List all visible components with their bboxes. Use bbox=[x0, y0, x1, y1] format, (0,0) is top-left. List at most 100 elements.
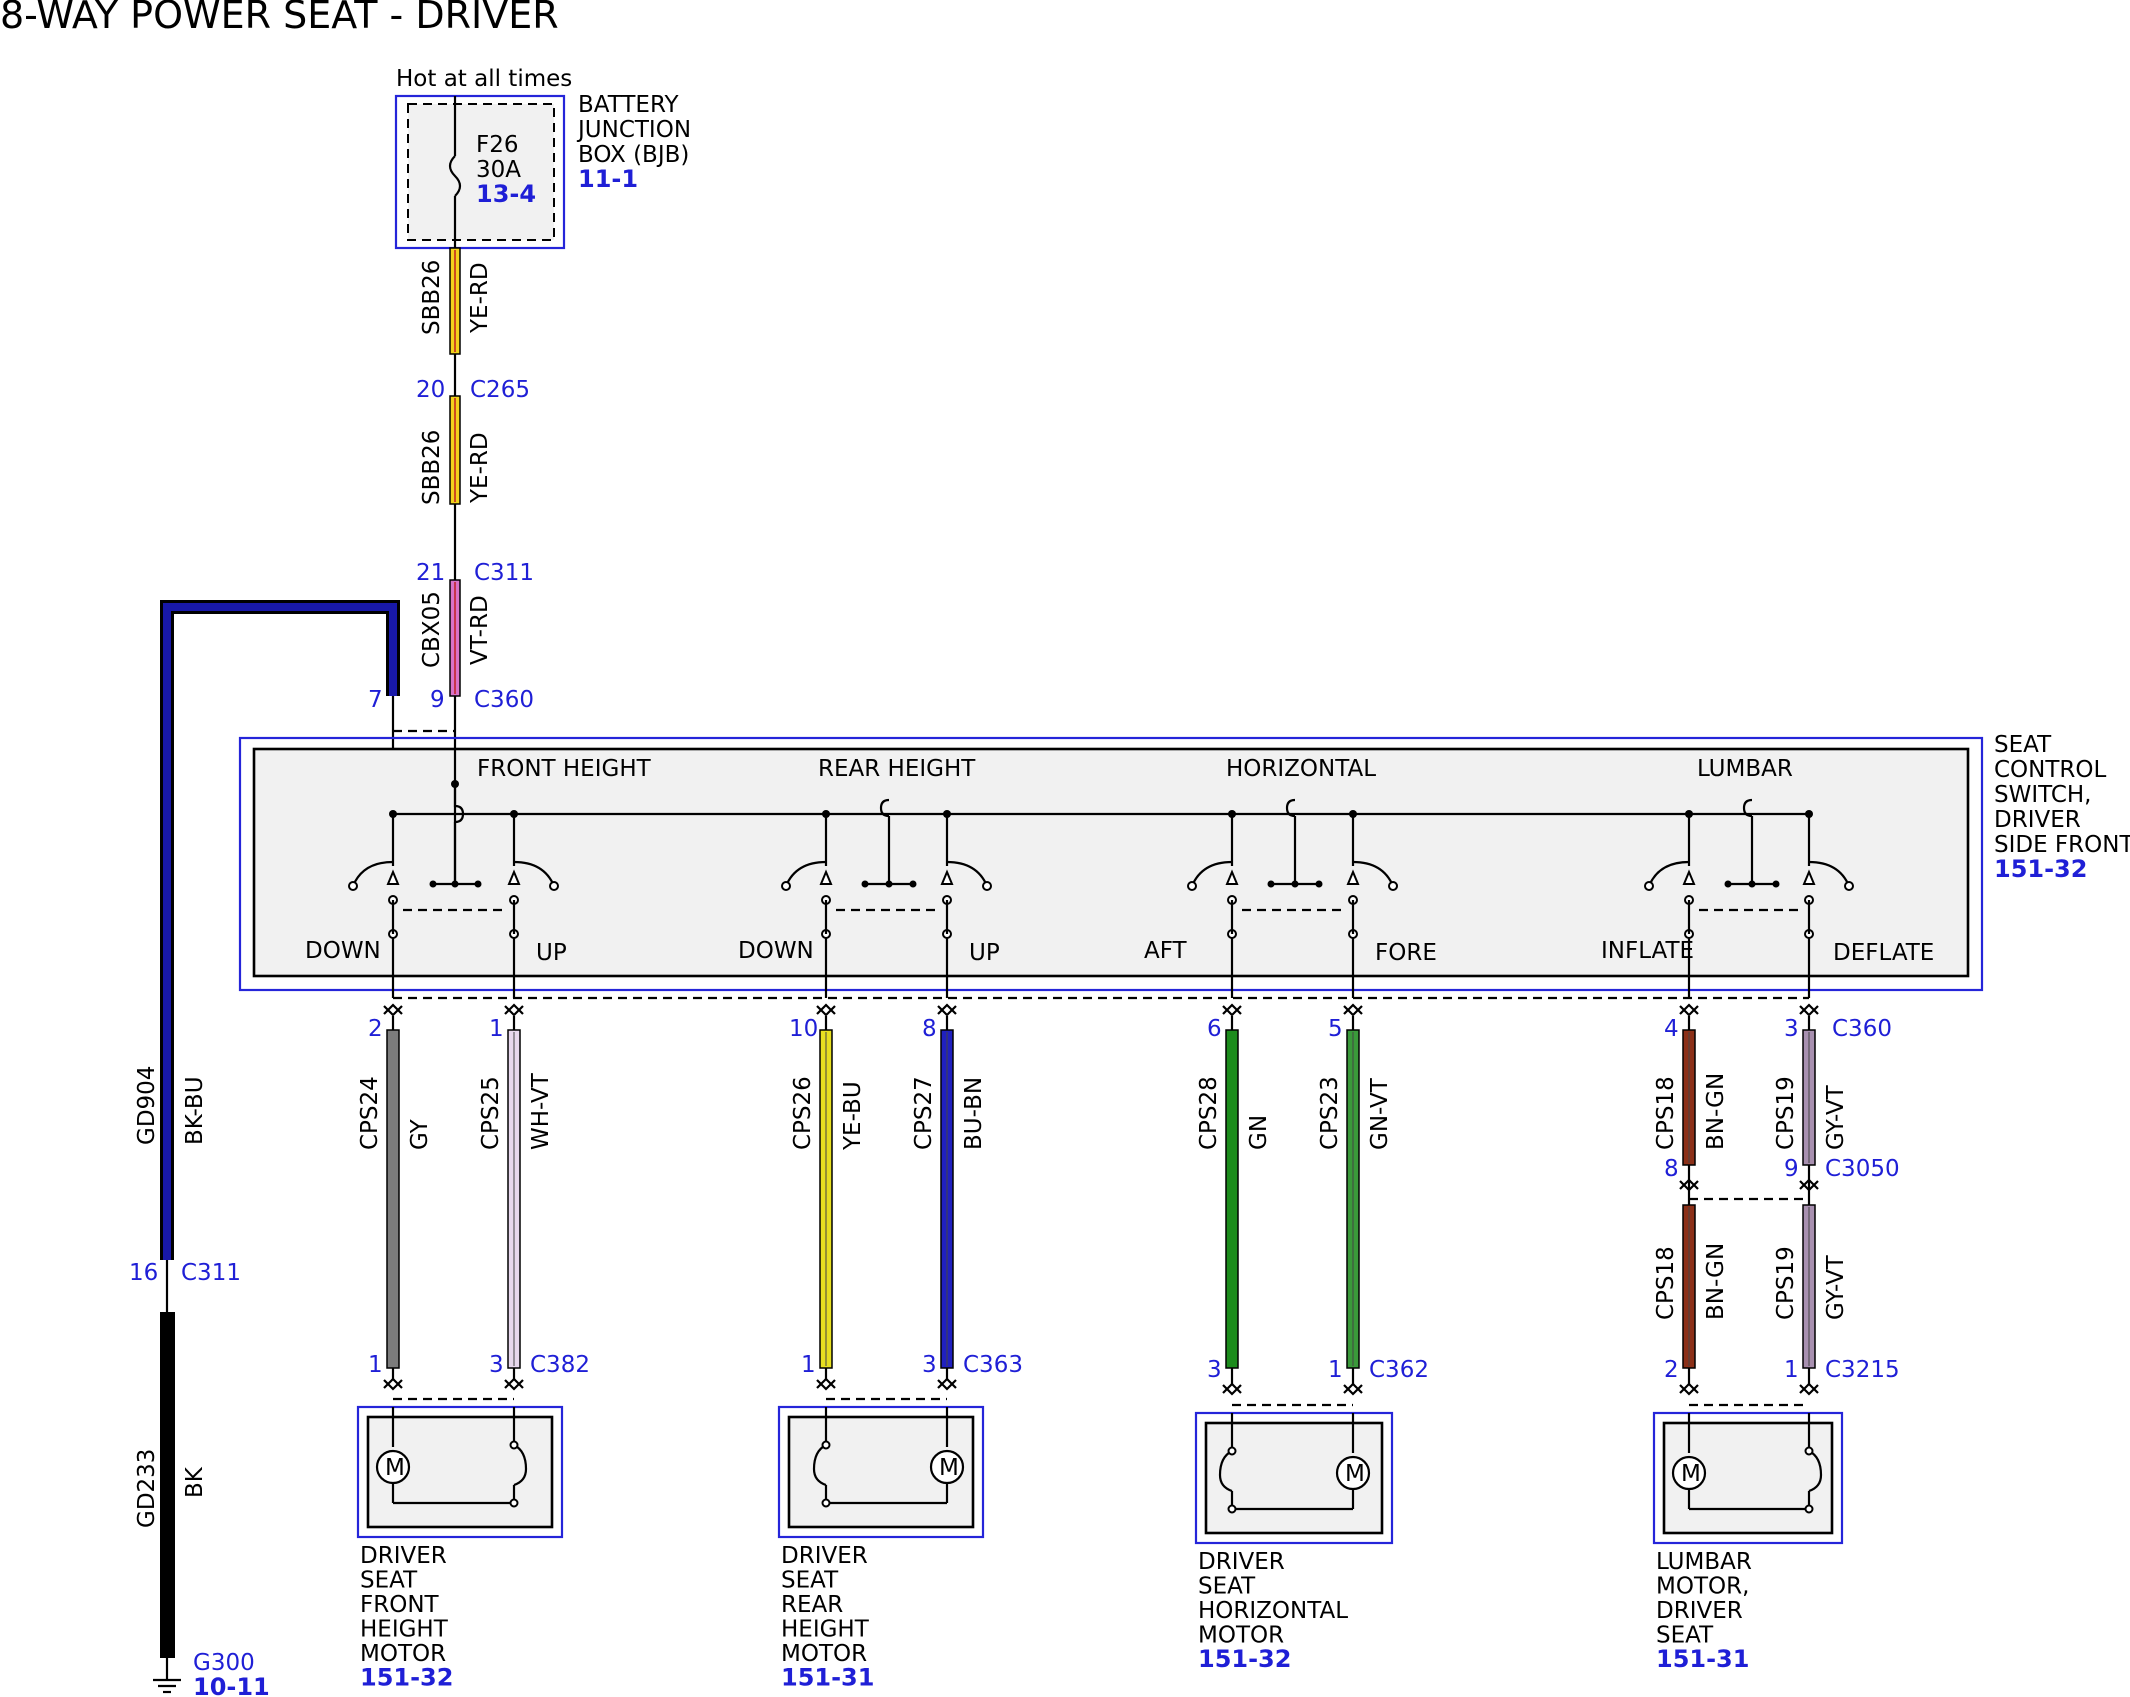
switch-crossover-icon bbox=[453, 784, 465, 824]
connector-pin: 1 bbox=[801, 1352, 816, 1378]
motor-switch-arc bbox=[812, 1444, 827, 1487]
motor-contact bbox=[821, 1440, 831, 1450]
switch-name-line-2: CONTROL bbox=[1994, 757, 2107, 783]
bjb-ref-link[interactable]: 11-1 bbox=[578, 165, 638, 193]
switch-direction-left: AFT bbox=[1144, 938, 1188, 964]
connector-pin: 10 bbox=[789, 1016, 818, 1042]
connector-pin: 6 bbox=[1207, 1016, 1222, 1042]
motor-contact bbox=[1804, 1504, 1814, 1514]
motor-connector-pin-icon bbox=[1343, 1384, 1363, 1396]
wire-circuit-label: CPS23 bbox=[1317, 1076, 1343, 1150]
connector-pin: 1 bbox=[368, 1352, 383, 1378]
wire-cps28 bbox=[1225, 1029, 1239, 1369]
wire-color-label: GY-VT bbox=[1823, 1084, 1849, 1150]
connector-pin: 1 bbox=[489, 1016, 504, 1042]
connector-c360-pin-icon bbox=[504, 1005, 524, 1017]
bjb-fuse-panel bbox=[407, 103, 555, 241]
motor-contact bbox=[1804, 1446, 1814, 1456]
wire-color-label: BK bbox=[182, 1466, 208, 1498]
motor-body bbox=[1662, 1421, 1834, 1535]
wire-circuit-label: CPS26 bbox=[790, 1076, 816, 1150]
connector-pin: 1 bbox=[1784, 1357, 1799, 1383]
motor-name-line: MOTOR, bbox=[1656, 1574, 1749, 1600]
connector-name: C362 bbox=[1369, 1357, 1429, 1383]
motor-name-line: HEIGHT bbox=[781, 1617, 870, 1643]
switch-junction-dot bbox=[451, 780, 459, 788]
motor-name-line: MOTOR bbox=[360, 1641, 446, 1667]
motor-name-line: SEAT bbox=[1198, 1574, 1256, 1600]
motors: MDRIVERSEATFRONTHEIGHTMOTOR151-32MDRIVER… bbox=[356, 1397, 1844, 1692]
motor-connector-pin-icon bbox=[937, 1377, 957, 1389]
wire-circuit-label: CPS18 bbox=[1653, 1076, 1679, 1150]
wire-color-label: VT-RD bbox=[467, 595, 493, 665]
switch-arrow-icon bbox=[386, 869, 400, 885]
wire-color-label: YE-BU bbox=[840, 1081, 866, 1151]
ground-ref-link[interactable]: 10-11 bbox=[193, 1673, 270, 1697]
connector-pin: 2 bbox=[368, 1016, 383, 1042]
motor-name-line: REAR bbox=[781, 1592, 843, 1618]
switch-section-label: HORIZONTAL bbox=[1226, 756, 1376, 782]
switch-arrow-icon bbox=[1346, 869, 1360, 885]
switch-direction-right: UP bbox=[536, 940, 567, 966]
motor-name-line: MOTOR bbox=[1198, 1623, 1284, 1649]
switch-contact bbox=[348, 881, 358, 891]
connector-pin: 3 bbox=[1207, 1357, 1222, 1383]
connector-pin: 8 bbox=[1664, 1156, 1679, 1182]
motor-ref-link: 151-31 bbox=[781, 1664, 874, 1692]
hot-at-all-times-label: Hot at all times bbox=[396, 66, 572, 92]
bjb-name-line-1: BATTERY bbox=[578, 92, 679, 118]
motor-contact bbox=[1227, 1504, 1237, 1514]
connector-c360-pin-icon bbox=[1343, 1005, 1363, 1017]
motor-ref-link: 151-32 bbox=[360, 1664, 453, 1692]
switch-direction-left: INFLATE bbox=[1601, 938, 1694, 964]
motor-symbol-label: M bbox=[1681, 1461, 1701, 1487]
motor-name-line: SEAT bbox=[1656, 1623, 1714, 1649]
switch-contact bbox=[982, 881, 992, 891]
switch-contact bbox=[451, 880, 459, 888]
fuse-f26-icon bbox=[448, 155, 462, 197]
ground-name: G300 bbox=[193, 1650, 255, 1676]
motor-connector-pin-icon bbox=[1343, 1382, 1363, 1394]
connector-c360-pin-icon bbox=[1222, 1005, 1242, 1017]
wire-color-label: GY-VT bbox=[1823, 1254, 1849, 1320]
motor-switch-arc bbox=[1218, 1450, 1233, 1493]
connector-c360-pin-icon bbox=[1343, 1003, 1363, 1015]
motor-name-line: DRIVER bbox=[1656, 1598, 1743, 1624]
motor-ref-link: 151-31 bbox=[1656, 1645, 1749, 1673]
wire-color-label: YE-RD bbox=[467, 432, 493, 504]
wire-circuit-label: CPS25 bbox=[478, 1076, 504, 1150]
switch-contact bbox=[1772, 880, 1780, 888]
connector-c360-pin-icon bbox=[816, 1005, 836, 1017]
connector-c360-pin-icon bbox=[383, 1005, 403, 1017]
switch-ref-link[interactable]: 151-32 bbox=[1994, 855, 2087, 883]
motor-switch-arc bbox=[513, 1444, 528, 1487]
motor-connector-pin-icon bbox=[1222, 1382, 1242, 1394]
connector-pin: 21 bbox=[416, 560, 445, 586]
switch-section-label: REAR HEIGHT bbox=[818, 756, 976, 782]
motor-outline bbox=[356, 1405, 564, 1539]
switch-body[interactable] bbox=[252, 747, 1970, 978]
wire-circuit-label: CPS19 bbox=[1773, 1076, 1799, 1150]
connector-c360-pin-icon bbox=[816, 1003, 836, 1015]
motor-connector-pin-icon bbox=[383, 1379, 403, 1391]
connector-name: C3050 bbox=[1825, 1156, 1900, 1182]
wire-color-label: BU-BN bbox=[961, 1077, 987, 1150]
motor-connector-pin-icon bbox=[816, 1379, 836, 1391]
connector-pin: 1 bbox=[1328, 1357, 1343, 1383]
connector-c360-pin-icon bbox=[504, 1003, 524, 1015]
switch-name-line-5: SIDE FRONT bbox=[1994, 832, 2130, 858]
wire-gd233 bbox=[160, 1312, 175, 1658]
wire-gd904 bbox=[163, 603, 397, 1260]
switch-arrow-icon bbox=[1802, 869, 1816, 885]
motor-outline bbox=[1652, 1411, 1844, 1545]
wire-circuit-label: CPS24 bbox=[357, 1076, 383, 1150]
fuse-ref-link[interactable]: 13-4 bbox=[476, 180, 536, 208]
motor-contact bbox=[509, 1440, 519, 1450]
connector-pin: 3 bbox=[1784, 1016, 1799, 1042]
connector-pin: 9 bbox=[1784, 1156, 1799, 1182]
switch-name-line-1: SEAT bbox=[1994, 732, 2052, 758]
motor-contact bbox=[821, 1498, 831, 1508]
connector-pin: 9 bbox=[430, 687, 445, 713]
